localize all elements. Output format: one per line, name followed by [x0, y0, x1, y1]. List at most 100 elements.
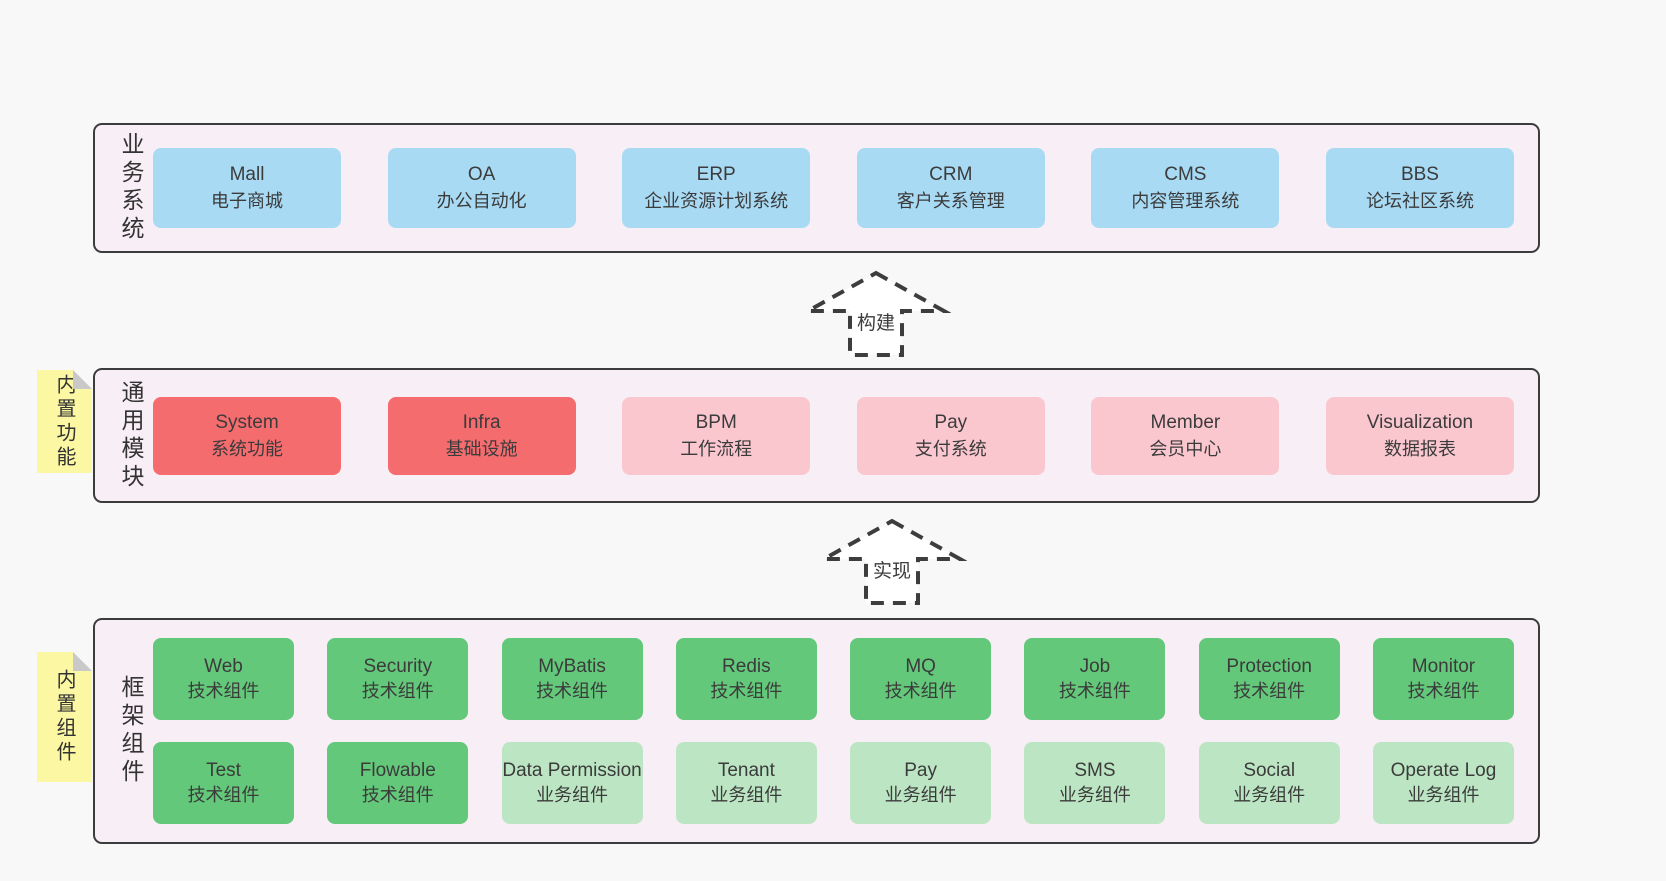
box-title: Member: [1150, 411, 1221, 433]
box-title: MQ: [905, 656, 936, 677]
module-box: CRM 客户关系管理: [856, 148, 1045, 228]
module-box: MyBatis 技术组件: [501, 638, 643, 720]
box-subtitle: 数据报表: [1383, 438, 1456, 459]
module-box: SMS 业务组件: [1024, 742, 1166, 824]
box-subtitle: 论坛社区系统: [1365, 191, 1474, 211]
band-business-systems-rows: Mall 电子商城 OA 办公自动化 ERP 企业资源计划系统 CRM: [153, 125, 1538, 251]
box-subtitle: 技术组件: [536, 681, 609, 701]
box-title: Protection: [1226, 656, 1312, 677]
band-framework-components: 框架组件 Web 技术组件 Security 技术组件 MyBatis: [93, 618, 1540, 844]
folded-corner-icon: [73, 652, 92, 671]
arrow-implement: 实现: [817, 516, 967, 606]
box-title: MyBatis: [538, 656, 606, 677]
arrow-build: 构建: [801, 268, 951, 358]
module-box: Pay 支付系统: [856, 396, 1045, 475]
arrow-implement-shape: 实现: [817, 518, 967, 605]
box-subtitle: 业务组件: [710, 785, 783, 805]
box-subtitle: 基础设施: [445, 438, 518, 459]
box-subtitle: 技术组件: [884, 681, 957, 701]
band-common-modules-rows: System 系统功能 Infra 基础设施 BPM 工作流程 Pay: [153, 370, 1538, 501]
module-box: Security 技术组件: [327, 638, 469, 720]
arrow-build-label: 构建: [857, 312, 895, 334]
common-modules-row: System 系统功能 Infra 基础设施 BPM 工作流程 Pay: [153, 396, 1514, 475]
framework-components-row-2: Test 技术组件 Flowable 技术组件 Data Permission …: [153, 742, 1514, 824]
module-box: Social 业务组件: [1198, 742, 1340, 824]
box-subtitle: 技术组件: [1407, 681, 1480, 701]
module-box: Flowable 技术组件: [327, 742, 469, 824]
box-subtitle: 技术组件: [361, 681, 434, 701]
module-box: Visualization 数据报表: [1325, 396, 1514, 475]
sticky-note-text: 内置功能: [53, 373, 75, 470]
box-title: OA: [467, 164, 496, 185]
band-framework-components-label: 框架组件: [118, 675, 144, 787]
box-subtitle: 业务组件: [884, 785, 957, 805]
module-box: Mall 电子商城: [153, 148, 341, 228]
box-title: Test: [206, 760, 241, 781]
module-box: Tenant 业务组件: [675, 742, 817, 824]
box-subtitle: 内容管理系统: [1131, 191, 1240, 211]
box-subtitle: 系统功能: [211, 438, 283, 459]
module-box: Protection 技术组件: [1198, 638, 1340, 720]
box-title: Security: [363, 656, 433, 677]
module-box: System 系统功能: [153, 396, 341, 475]
box-title: Visualization: [1366, 411, 1474, 433]
box-title: Infra: [462, 411, 501, 433]
band-common-modules-label: 通用模块: [118, 379, 144, 492]
arrow-implement-label: 实现: [873, 560, 911, 582]
sticky-note-builtin-components: 内置组件: [37, 652, 92, 782]
module-box: ERP 企业资源计划系统: [622, 148, 811, 228]
box-title: Data Permission: [502, 760, 642, 781]
box-subtitle: 客户关系管理: [896, 191, 1005, 211]
box-subtitle: 企业资源计划系统: [644, 191, 789, 211]
box-subtitle: 技术组件: [187, 681, 260, 701]
box-title: Operate Log: [1390, 760, 1497, 781]
box-subtitle: 技术组件: [361, 785, 434, 805]
box-title: Flowable: [359, 760, 436, 781]
folded-corner-icon: [73, 370, 92, 389]
box-title: ERP: [696, 164, 736, 185]
module-box: BBS 论坛社区系统: [1325, 148, 1514, 228]
box-subtitle: 技术组件: [710, 681, 783, 701]
box-subtitle: 业务组件: [1233, 785, 1306, 805]
box-title: Redis: [722, 656, 771, 677]
module-box: Data Permission 业务组件: [501, 742, 643, 824]
module-box: MQ 技术组件: [850, 638, 992, 720]
box-title: Web: [204, 656, 243, 677]
box-subtitle: 支付系统: [914, 438, 987, 459]
box-subtitle: 技术组件: [187, 785, 260, 805]
box-subtitle: 会员中心: [1149, 438, 1222, 459]
box-title: Monitor: [1411, 656, 1476, 677]
box-title: CRM: [929, 164, 973, 185]
module-box: OA 办公自动化: [387, 148, 576, 228]
band-business-systems-label: 业务系统: [118, 132, 144, 244]
module-box: Pay 业务组件: [850, 742, 992, 824]
module-box: Redis 技术组件: [675, 638, 817, 720]
box-title: CMS: [1164, 164, 1207, 185]
box-title: Mall: [229, 164, 265, 185]
box-subtitle: 技术组件: [1233, 681, 1306, 701]
business-systems-row: Mall 电子商城 OA 办公自动化 ERP 企业资源计划系统 CRM: [153, 148, 1514, 228]
box-subtitle: 业务组件: [1058, 785, 1131, 805]
box-title: BPM: [695, 411, 737, 433]
module-box: Infra 基础设施: [387, 396, 576, 475]
module-box: Member 会员中心: [1091, 396, 1280, 475]
band-business-systems: 业务系统 Mall 电子商城 OA 办公自动化 ERP: [93, 123, 1540, 253]
module-box: BPM 工作流程: [622, 396, 811, 475]
box-title: Job: [1079, 656, 1111, 677]
box-subtitle: 业务组件: [1407, 785, 1480, 805]
band-framework-components-rows: Web 技术组件 Security 技术组件 MyBatis 技术组件: [153, 620, 1538, 842]
band-common-modules: 通用模块 System 系统功能 Infra 基础设施 BPM: [93, 368, 1540, 503]
module-box: Web 技术组件: [153, 638, 294, 720]
box-title: BBS: [1400, 164, 1439, 185]
module-box: Monitor 技术组件: [1372, 638, 1514, 720]
box-title: System: [215, 411, 279, 433]
module-box: CMS 内容管理系统: [1091, 148, 1280, 228]
arrow-build-shape: 构建: [801, 270, 951, 357]
box-title: Pay: [934, 411, 968, 433]
box-subtitle: 技术组件: [1058, 681, 1131, 701]
box-subtitle: 办公自动化: [436, 191, 527, 211]
box-subtitle: 工作流程: [680, 438, 753, 459]
sticky-note-text: 内置组件: [53, 669, 75, 765]
box-title: SMS: [1074, 760, 1116, 781]
